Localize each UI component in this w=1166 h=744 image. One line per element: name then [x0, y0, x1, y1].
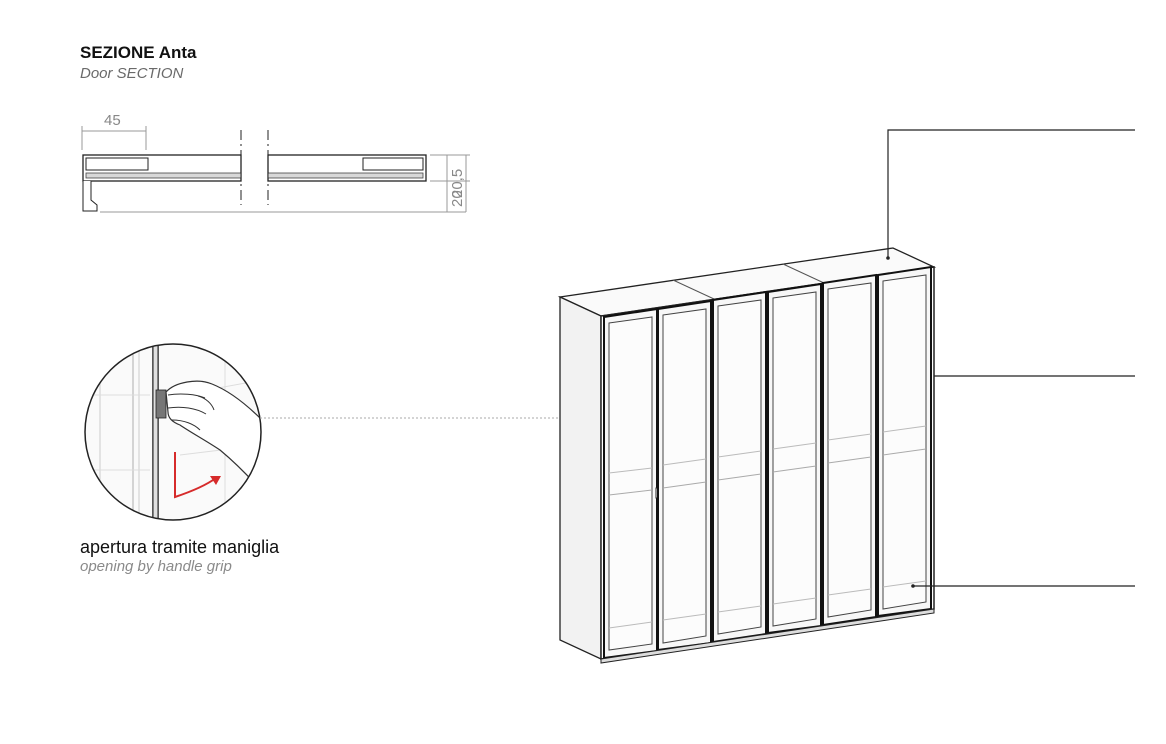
detail-caption-en: opening by handle grip — [80, 558, 232, 575]
wardrobe-door-5 — [822, 273, 883, 627]
wardrobe-door-4 — [767, 282, 822, 635]
wardrobe-door-3 — [712, 290, 773, 644]
wardrobe-door-2 — [657, 299, 712, 652]
wardrobe-door-6 — [877, 265, 932, 618]
section-title: SEZIONE Anta — [80, 43, 197, 62]
wardrobe-door-1 — [603, 307, 661, 660]
dim-thickness-label: 20,5 — [449, 169, 466, 198]
dim-width-label: 45 — [104, 112, 121, 129]
detail-caption: apertura tramite maniglia — [80, 537, 280, 557]
dim-height-label: 20 — [449, 190, 466, 207]
section-subtitle: Door SECTION — [80, 65, 184, 82]
